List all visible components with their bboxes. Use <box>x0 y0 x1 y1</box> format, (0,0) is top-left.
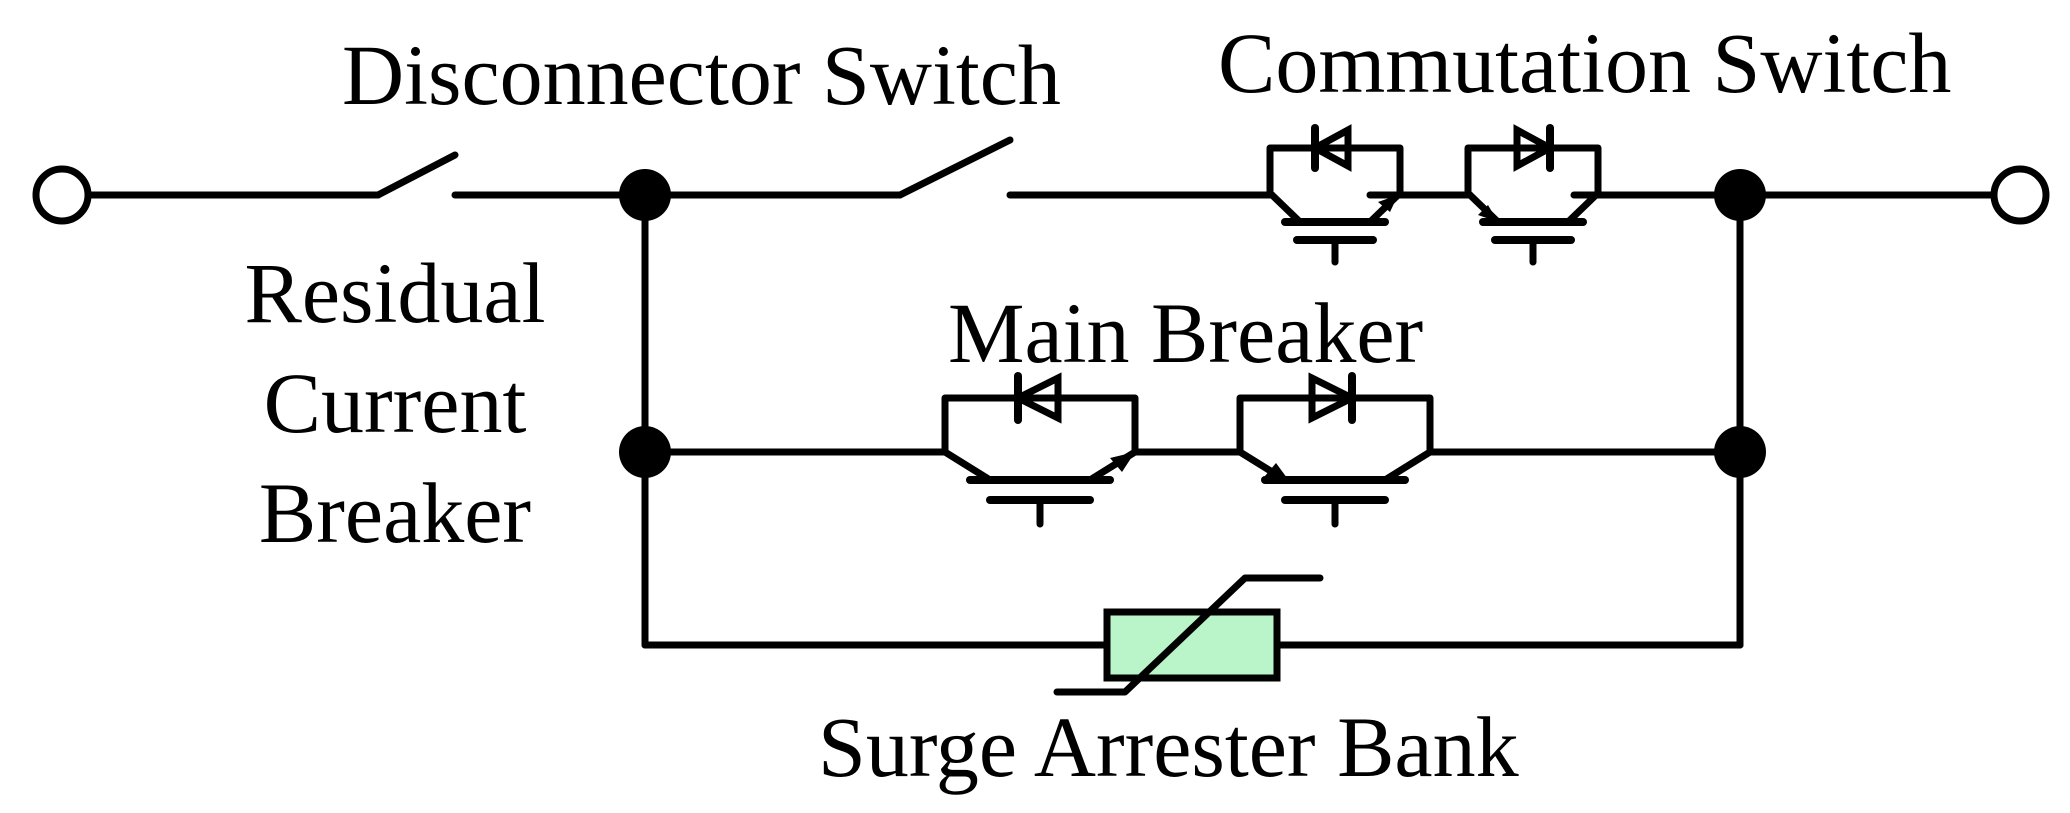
label-surge-arrester-bank: Surge Arrester Bank <box>818 699 1519 795</box>
diode-icon <box>1308 372 1360 424</box>
diode-icon <box>1513 124 1558 172</box>
diode-icon <box>1010 372 1062 424</box>
main-breaker-igbt-2 <box>1236 372 1434 528</box>
top-line <box>84 136 1999 199</box>
label-residual: Residual <box>245 245 546 341</box>
junction-node-top-right <box>1714 169 1766 221</box>
left-terminal <box>32 165 92 225</box>
residual-switch-blade <box>374 151 459 199</box>
disconnector-switch-blade <box>896 136 1014 199</box>
surge-arrester <box>1053 574 1324 696</box>
junction-node-mid-right <box>1714 426 1766 478</box>
label-breaker: Breaker <box>259 465 531 561</box>
junction-node-top-left <box>619 169 671 221</box>
junction-node-mid-left <box>619 426 671 478</box>
label-disconnector-switch: Disconnector Switch <box>342 27 1061 123</box>
label-main-breaker: Main Breaker <box>948 285 1423 381</box>
label-commutation-switch: Commutation Switch <box>1218 15 1951 111</box>
commutation-igbt-1 <box>1266 124 1404 266</box>
main-breaker-igbt-1 <box>941 372 1139 528</box>
commutation-igbt-2 <box>1464 124 1602 266</box>
diode-icon <box>1307 124 1352 172</box>
varistor-body <box>1103 608 1281 682</box>
right-terminal <box>1990 165 2050 225</box>
label-current: Current <box>264 355 527 451</box>
